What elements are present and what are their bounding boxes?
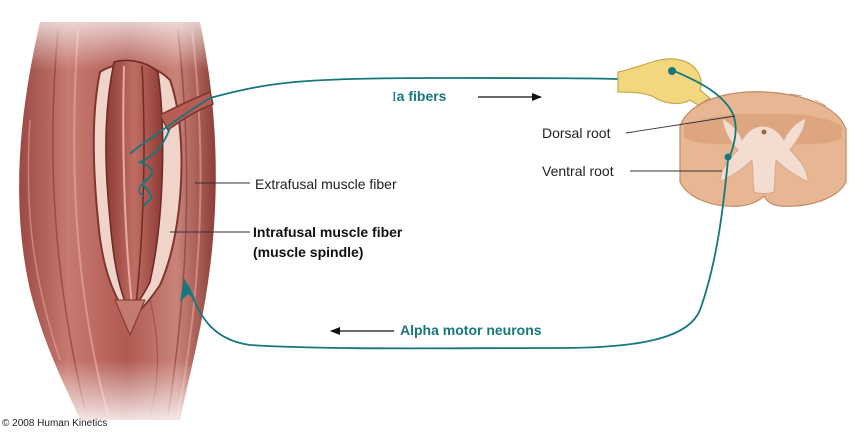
copyright-notice: © 2008 Human Kinetics xyxy=(2,418,108,429)
dorsal-root-label: Dorsal root xyxy=(542,125,611,141)
dorsal-root-fiber xyxy=(671,69,737,157)
ventral-root-label: Ventral root xyxy=(542,163,614,179)
motor-neuron-cell-body xyxy=(724,153,732,161)
motor-arrowhead xyxy=(180,278,196,302)
intrafusal-muscle-fiber-label: Intrafusal muscle fiber xyxy=(253,224,403,240)
extrafusal-muscle-fiber-label: Extrafusal muscle fiber xyxy=(255,176,397,192)
alpha-motor-neurons-label: Alpha motor neurons xyxy=(400,322,542,338)
ganglion-cell-body xyxy=(668,67,676,75)
dorsal-root-leader xyxy=(625,115,736,134)
muscle-spindle xyxy=(92,59,214,337)
ia-afferent-ending xyxy=(129,97,211,207)
spinal-cord-section xyxy=(679,91,847,207)
alpha-motor-pathway xyxy=(187,159,729,350)
ia-fibers-label: Ia fibers xyxy=(392,88,447,105)
muscle-spindle-label: (muscle spindle) xyxy=(253,244,364,260)
